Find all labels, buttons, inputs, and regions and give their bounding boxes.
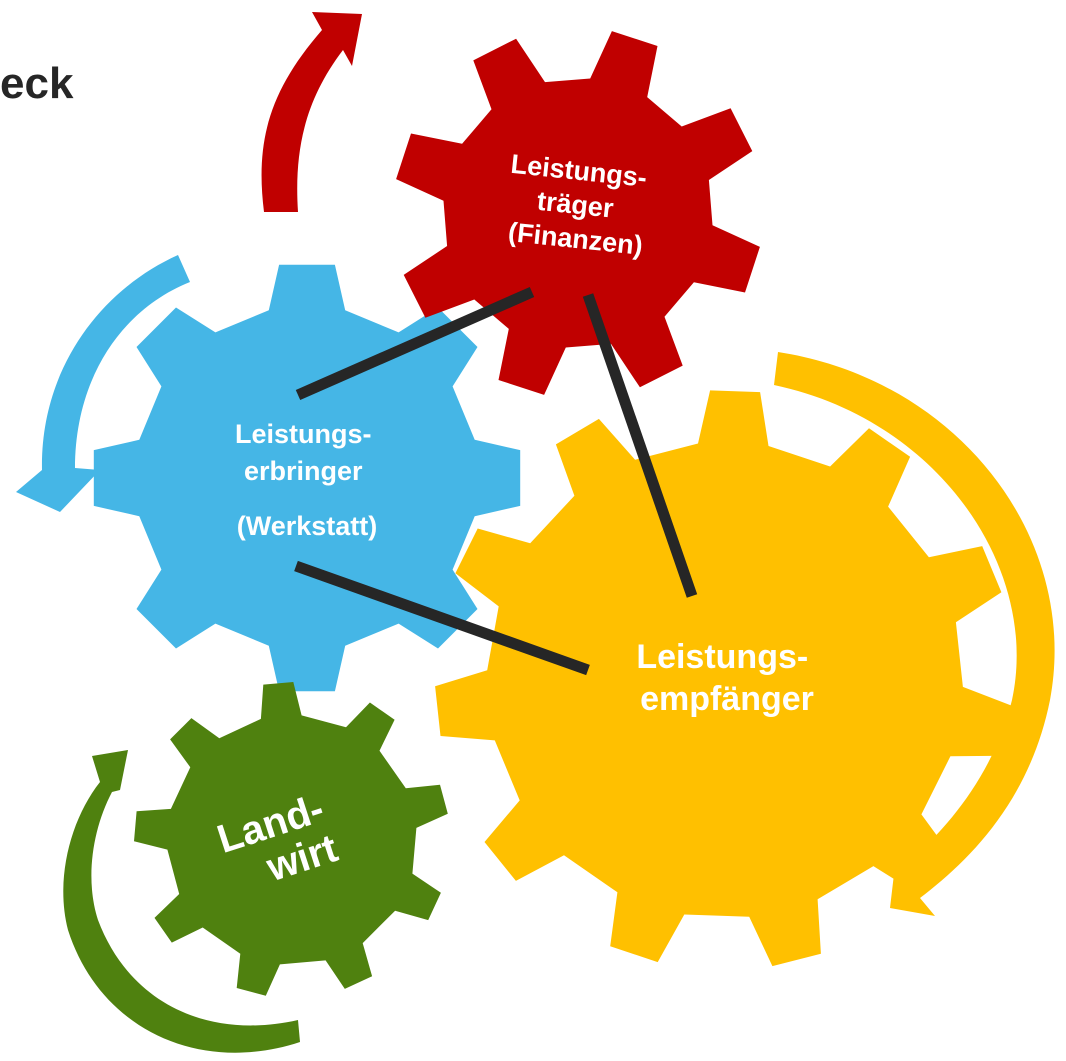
connector-finanzen-empfaenger [582,293,698,598]
werkstatt-label-line-2: erbringer [244,456,363,486]
gears [93,31,1014,996]
empfaenger-label-line-1: Leistungs- [636,638,808,676]
werkstatt-label: Leistungs- erbringer (Werkstatt) [235,419,379,541]
connector-werkstatt-empfaenger [294,560,590,676]
red-rotation-arrow [261,12,362,212]
finanzen-gear [396,31,760,395]
rotation-arrows [16,12,1055,1053]
landwirt-gear [134,682,448,996]
partial-title-fragment: eck [0,59,74,108]
green-rotation-arrow [63,750,301,1053]
werkstatt-label-line-3: (Werkstatt) [237,511,378,541]
empfaenger-gear [435,390,1014,967]
yellow-rotation-arrow [774,352,1055,916]
blue-rotation-arrow [16,255,190,512]
empfaenger-label-line-2: empfänger [640,680,814,718]
werkstatt-gear [93,264,521,692]
werkstatt-label-line-1: Leistungs- [235,419,372,449]
empfaenger-label: Leistungs- empfänger [636,638,817,718]
connector-lines [294,286,698,676]
connector-finanzen-werkstatt [295,286,535,401]
